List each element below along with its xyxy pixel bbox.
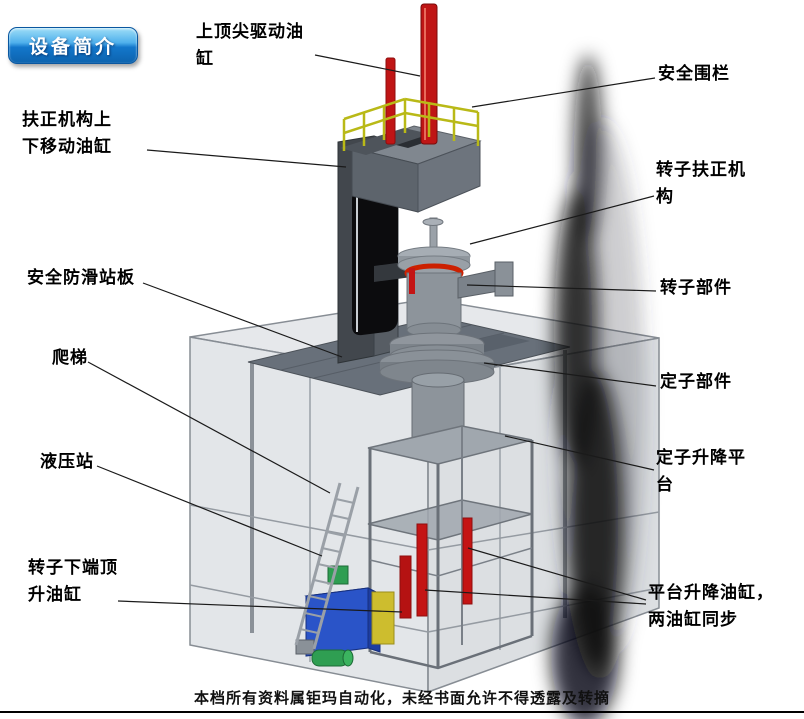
label-anti-slip-plate: 安全防滑站板	[27, 268, 135, 287]
safety-railing	[342, 97, 480, 151]
intro-badge: 设备简介	[8, 27, 138, 64]
leader-anti-slip-plate	[142, 282, 343, 358]
leader-rotor-component	[466, 284, 657, 292]
ladder-3d	[294, 482, 360, 650]
stator-flange	[379, 332, 495, 385]
leader-ladder	[87, 361, 331, 494]
lifting-frame	[367, 425, 534, 670]
leader-rotor-righting	[469, 195, 655, 245]
label-ladder: 爬梯	[52, 348, 88, 367]
label-jacking-cylinder: 转子下端顶 升油缸	[28, 558, 118, 605]
label-rotor-righting: 转子扶正机 构	[656, 160, 746, 207]
leader-jacking-cylinder	[117, 600, 403, 613]
leader-hydraulic-station	[96, 465, 323, 557]
leader-top-spindle-cylinder	[314, 54, 421, 77]
leader-righting-cylinder	[146, 149, 347, 168]
label-rotor-component: 转子部件	[660, 278, 732, 297]
label-safety-fence: 安全围栏	[658, 64, 730, 83]
leader-lifting-platform	[504, 435, 655, 471]
lift-rod-left	[416, 523, 428, 617]
leader-lift-rod-left	[424, 589, 647, 605]
lift-cylinders	[399, 517, 473, 619]
bottom-divider	[0, 711, 804, 713]
copyright-notice: 本档所有资料属钜玛自动化，未经书面允许不得透露及转摘	[193, 691, 610, 707]
lift-rod-right	[462, 517, 473, 605]
label-lifting-platform: 定子升降平 台	[656, 448, 746, 495]
label-top-spindle-cylinder: 上顶尖驱动油 缸	[196, 22, 304, 69]
hydraulic-station-unit	[295, 565, 395, 667]
leader-stator-component	[483, 362, 657, 387]
label-righting-cylinder: 扶正机构上 下移动油缸	[22, 110, 112, 157]
smoke-artifact	[551, 55, 645, 719]
leader-lift-rod-right	[467, 547, 647, 601]
leader-safety-fence	[471, 77, 656, 108]
label-hydraulic-station: 液压站	[40, 452, 94, 471]
label-lift-cylinders: 平台升降油缸， 两油缸同步	[648, 583, 774, 630]
label-stator-component: 定子部件	[660, 372, 732, 391]
top-drive-cylinder	[385, 3, 438, 145]
jacking-cylinder	[399, 555, 412, 619]
callout-lines	[87, 54, 657, 613]
rotor-assembly	[397, 217, 514, 338]
head-box	[340, 125, 482, 213]
